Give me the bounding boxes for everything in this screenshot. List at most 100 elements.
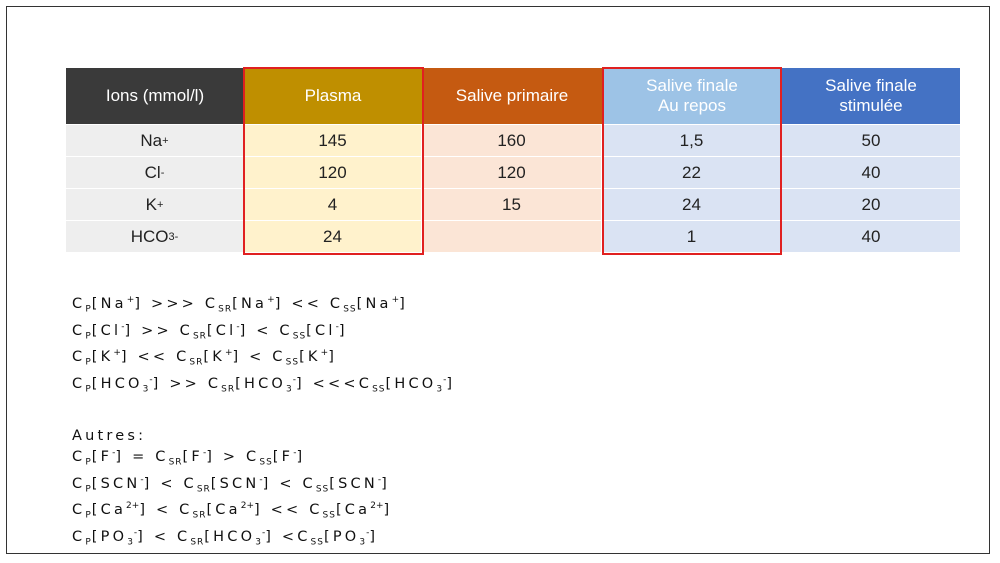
- equation-segment: [K: [203, 349, 225, 366]
- equation-segment: +: [113, 348, 121, 359]
- equation-segment: SS: [343, 304, 357, 315]
- equation-segment: P: [85, 304, 92, 315]
- equation-segment: C: [72, 295, 86, 312]
- equation-segment: [PO: [323, 528, 360, 545]
- equation-segment: SR: [221, 384, 236, 395]
- equation-segment: [Cl: [91, 322, 122, 339]
- equation-segment: ]: [328, 349, 338, 366]
- ion-symbol: Cl: [144, 162, 161, 182]
- equation-segment: P: [85, 511, 92, 522]
- value-cell: 145: [244, 125, 422, 156]
- equation-segment: ] > C: [206, 448, 260, 465]
- equation-segment: -: [366, 528, 370, 539]
- value-cell: 20: [782, 189, 960, 220]
- ion-name-cell: Na+: [66, 125, 244, 156]
- equation-segment: [Na: [91, 295, 127, 312]
- equation-segment: [Na: [356, 295, 392, 312]
- equation-segment: SR: [168, 457, 183, 468]
- equation-segment: ]: [369, 528, 379, 545]
- equation-segment: P: [85, 537, 92, 548]
- equation-segment: 2+: [126, 501, 140, 512]
- ion-concentration-table: Ions (mmol/l) Plasma Salive primaire Sal…: [66, 68, 960, 255]
- equation-segment: C: [72, 448, 86, 465]
- equation-segment: P: [85, 358, 92, 369]
- ion-subscript: 3: [168, 230, 175, 243]
- equation-segment: 2+: [240, 501, 255, 512]
- equation-segment: [SCN: [91, 475, 141, 492]
- equation-segment: ]: [296, 448, 306, 465]
- header-ions: Ions (mmol/l): [66, 68, 244, 124]
- equation-segment: C: [72, 475, 86, 492]
- value-cell: 120: [244, 157, 422, 188]
- equation-segment: ] < C: [137, 528, 191, 545]
- equation-segment: ] >>> C: [134, 295, 219, 312]
- equation-segment: P: [85, 384, 92, 395]
- equation-line: CP[Ca2+] < CSR[Ca2+] << CSS[Ca2+]: [72, 498, 392, 525]
- equation-segment: 2+: [370, 501, 384, 512]
- equation-segment: [HCO: [235, 375, 287, 392]
- equation-segment: C: [72, 375, 86, 392]
- equation-segment: [Cl: [206, 322, 237, 339]
- table-header-row: Ions (mmol/l) Plasma Salive primaire Sal…: [66, 68, 960, 124]
- ion-symbol: K: [145, 194, 157, 214]
- equation-segment: +: [391, 295, 400, 305]
- equation-segment: ] << C: [274, 295, 344, 312]
- equation-segment: SR: [189, 358, 204, 369]
- equation-segment: [F: [91, 448, 113, 465]
- equation-segment: +: [126, 295, 135, 305]
- equation-segment: +: [224, 348, 233, 359]
- equation-segment: -: [293, 448, 297, 458]
- header-plasma: Plasma: [244, 68, 422, 124]
- ion-symbol: Na: [140, 130, 163, 150]
- equation-line: CP[PO3-] < CSR[HCO3-] <CSS[PO3-]: [72, 525, 392, 552]
- ion-charge: -: [160, 166, 165, 179]
- ion-charge: +: [162, 134, 169, 147]
- equation-line: CP[HCO3-] >> CSR[HCO3-] <<<CSS[HCO3-]: [72, 372, 455, 399]
- header-salive-primaire: Salive primaire: [422, 68, 602, 124]
- equation-segment: ] <<<C: [296, 375, 373, 392]
- equation-segment: -: [261, 528, 266, 539]
- equation-segment: [Na: [232, 295, 268, 312]
- value-cell: 24: [602, 189, 782, 220]
- value-cell: 22: [602, 157, 782, 188]
- equation-segment: SS: [259, 457, 273, 468]
- equation-line: CP[Na+] >>> CSR[Na+] << CSS[Na+]: [72, 292, 455, 319]
- equation-segment: [HCO: [385, 375, 437, 392]
- equation-segment: ]: [383, 502, 393, 519]
- equation-segment: SS: [292, 331, 307, 342]
- equation-segment: [PO: [91, 528, 128, 545]
- value-cell: 120: [422, 157, 602, 188]
- value-cell: 40: [782, 157, 960, 188]
- equation-segment: SR: [192, 511, 207, 522]
- equation-segment: ] = C: [115, 448, 169, 465]
- equation-segment: -: [335, 321, 339, 332]
- equation-segment: ] < C: [239, 322, 293, 339]
- ion-name-cell: Cl-: [66, 157, 244, 188]
- equation-segment: 3: [127, 537, 134, 548]
- equation-segment: C: [72, 349, 86, 366]
- equation-segment: ] <C: [265, 528, 311, 545]
- equation-segment: [SCN: [210, 475, 260, 492]
- equation-segment: +: [320, 348, 329, 359]
- equation-segment: [K: [299, 349, 321, 366]
- equation-segment: [HCO: [204, 528, 256, 545]
- equation-segment: ] < C: [143, 475, 197, 492]
- equation-segment: SS: [322, 511, 336, 522]
- equation-segment: ] << C: [254, 502, 323, 519]
- equation-segment: -: [121, 321, 125, 332]
- equation-segment: ] >> C: [152, 375, 222, 392]
- equation-segment: [Ca: [91, 502, 127, 519]
- equation-segment: +: [267, 295, 275, 305]
- equation-segment: 3: [286, 384, 293, 395]
- equation-segment: -: [377, 474, 382, 485]
- equation-segment: ] < C: [232, 349, 286, 366]
- value-cell: 1,5: [602, 125, 782, 156]
- equation-line: CP[SCN-] < CSR[SCN-] < CSS[SCN-]: [72, 472, 392, 499]
- ion-symbol: HCO: [130, 226, 169, 246]
- equation-segment: -: [140, 474, 144, 485]
- equation-segment: ] < C: [139, 502, 193, 519]
- ion-name-cell: K+: [66, 189, 244, 220]
